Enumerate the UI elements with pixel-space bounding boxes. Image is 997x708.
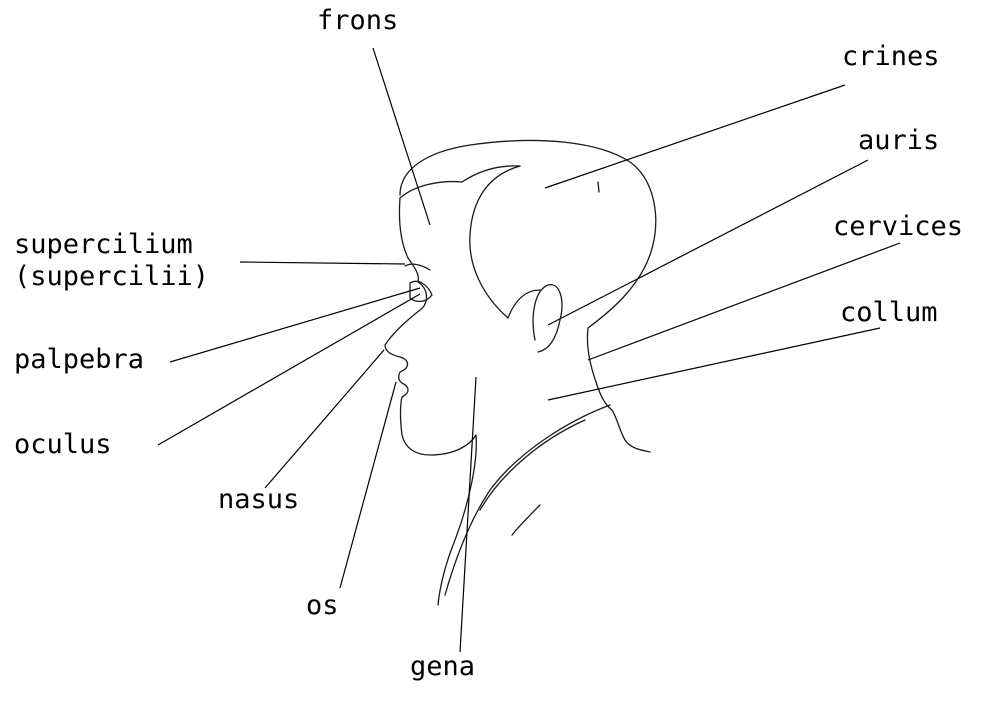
leader-nasus: [265, 350, 384, 488]
label-supercilium: supercilium: [14, 230, 193, 260]
collar-line-1: [445, 405, 610, 595]
neck-back: [596, 382, 650, 452]
label-supercilii: (supercilii): [14, 262, 209, 292]
label-cervices: cervices: [833, 212, 963, 242]
hair-front: [400, 166, 520, 198]
head-outline: [400, 140, 656, 382]
label-collum: collum: [840, 298, 938, 328]
collar-line-3: [512, 505, 540, 535]
label-os: os: [306, 591, 339, 621]
leader-oculus: [158, 294, 420, 445]
collar-line-2: [480, 420, 585, 510]
label-auris: auris: [858, 126, 939, 156]
label-crines: crines: [842, 42, 940, 72]
leader-collum: [548, 328, 880, 400]
label-palpebra: palpebra: [14, 345, 144, 375]
leader-os: [340, 382, 396, 588]
leader-crines: [545, 85, 845, 188]
label-oculus: oculus: [14, 430, 112, 460]
face-profile: [385, 198, 476, 455]
label-gena: gena: [410, 652, 475, 682]
eyebrow-shape: [405, 264, 430, 270]
leader-frons: [373, 48, 430, 225]
leader-auris: [548, 160, 868, 325]
label-nasus: nasus: [218, 485, 299, 515]
hair-inner: [470, 166, 540, 318]
leader-supercilium: [240, 262, 405, 264]
label-frons: frons: [317, 6, 398, 36]
ear-shape: [533, 285, 562, 352]
leader-gena: [460, 377, 476, 652]
hair-tick: [598, 182, 599, 192]
